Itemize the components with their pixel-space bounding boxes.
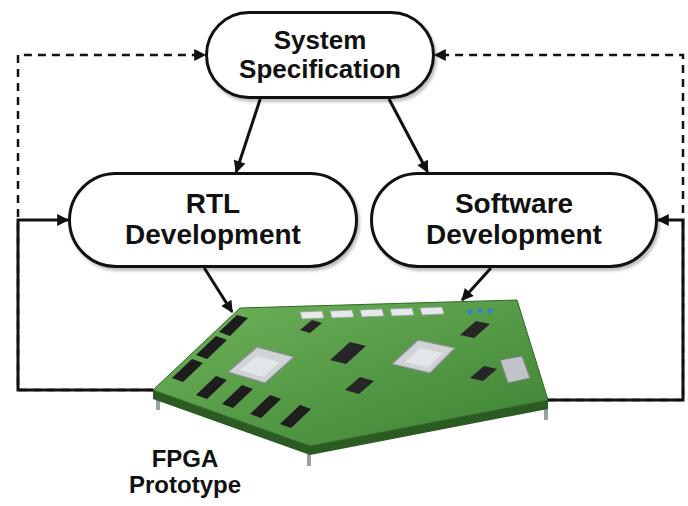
flow-arrow [389, 99, 428, 172]
flow-arrow [462, 268, 491, 300]
process-box: Software Development [370, 172, 658, 268]
node-label: RTL Development [113, 189, 313, 251]
process-box: RTL Development [68, 172, 358, 268]
node-label: System Specification [220, 26, 420, 83]
board-label: FPGA Prototype [115, 446, 255, 499]
node-label: Software Development [414, 189, 614, 251]
prototype-board: FPGA Prototype [145, 300, 552, 448]
flow-arrow [204, 268, 232, 312]
flow-arrow [236, 99, 260, 172]
process-box: System Specification [205, 11, 435, 99]
